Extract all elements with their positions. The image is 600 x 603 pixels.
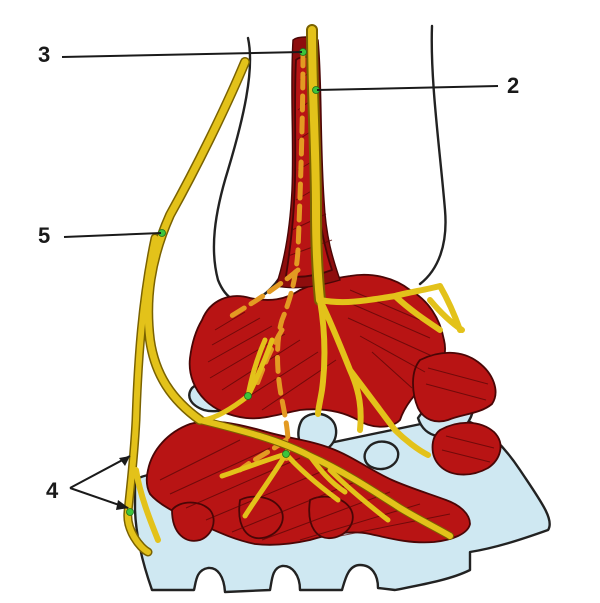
median-nerve — [308, 26, 324, 304]
muscle-fibres — [159, 69, 495, 541]
arrowheads — [116, 456, 130, 510]
lumbrical-3 — [308, 495, 354, 539]
ulnar-nerve — [144, 58, 249, 424]
marker-deep-2 — [282, 450, 290, 458]
leader-4a — [69, 455, 131, 489]
label-4: 4 — [46, 478, 59, 503]
leader-3 — [61, 51, 303, 58]
label-markers — [126, 48, 320, 516]
marker-deep-1 — [244, 392, 252, 400]
interossei-right — [412, 351, 497, 423]
leader-5 — [63, 232, 162, 238]
marker-4a — [126, 508, 134, 516]
carpal-round-4 — [363, 440, 400, 471]
recurrent-twig — [245, 337, 268, 399]
ulnar-deep-branch — [197, 417, 453, 539]
label-3: 3 — [38, 42, 50, 67]
deep-branch-subbranches — [201, 337, 391, 523]
leader-2 — [316, 85, 499, 91]
nerves — [124, 26, 465, 555]
ulnar-superficial-branch — [124, 235, 161, 555]
lumbrical-1 — [171, 501, 215, 542]
callout-labels: 3 2 5 4 — [38, 42, 519, 503]
label-5: 5 — [38, 223, 50, 248]
median-nerve-branches — [315, 283, 465, 458]
label-2: 2 — [507, 73, 519, 98]
interossei-lower-right — [431, 421, 502, 476]
